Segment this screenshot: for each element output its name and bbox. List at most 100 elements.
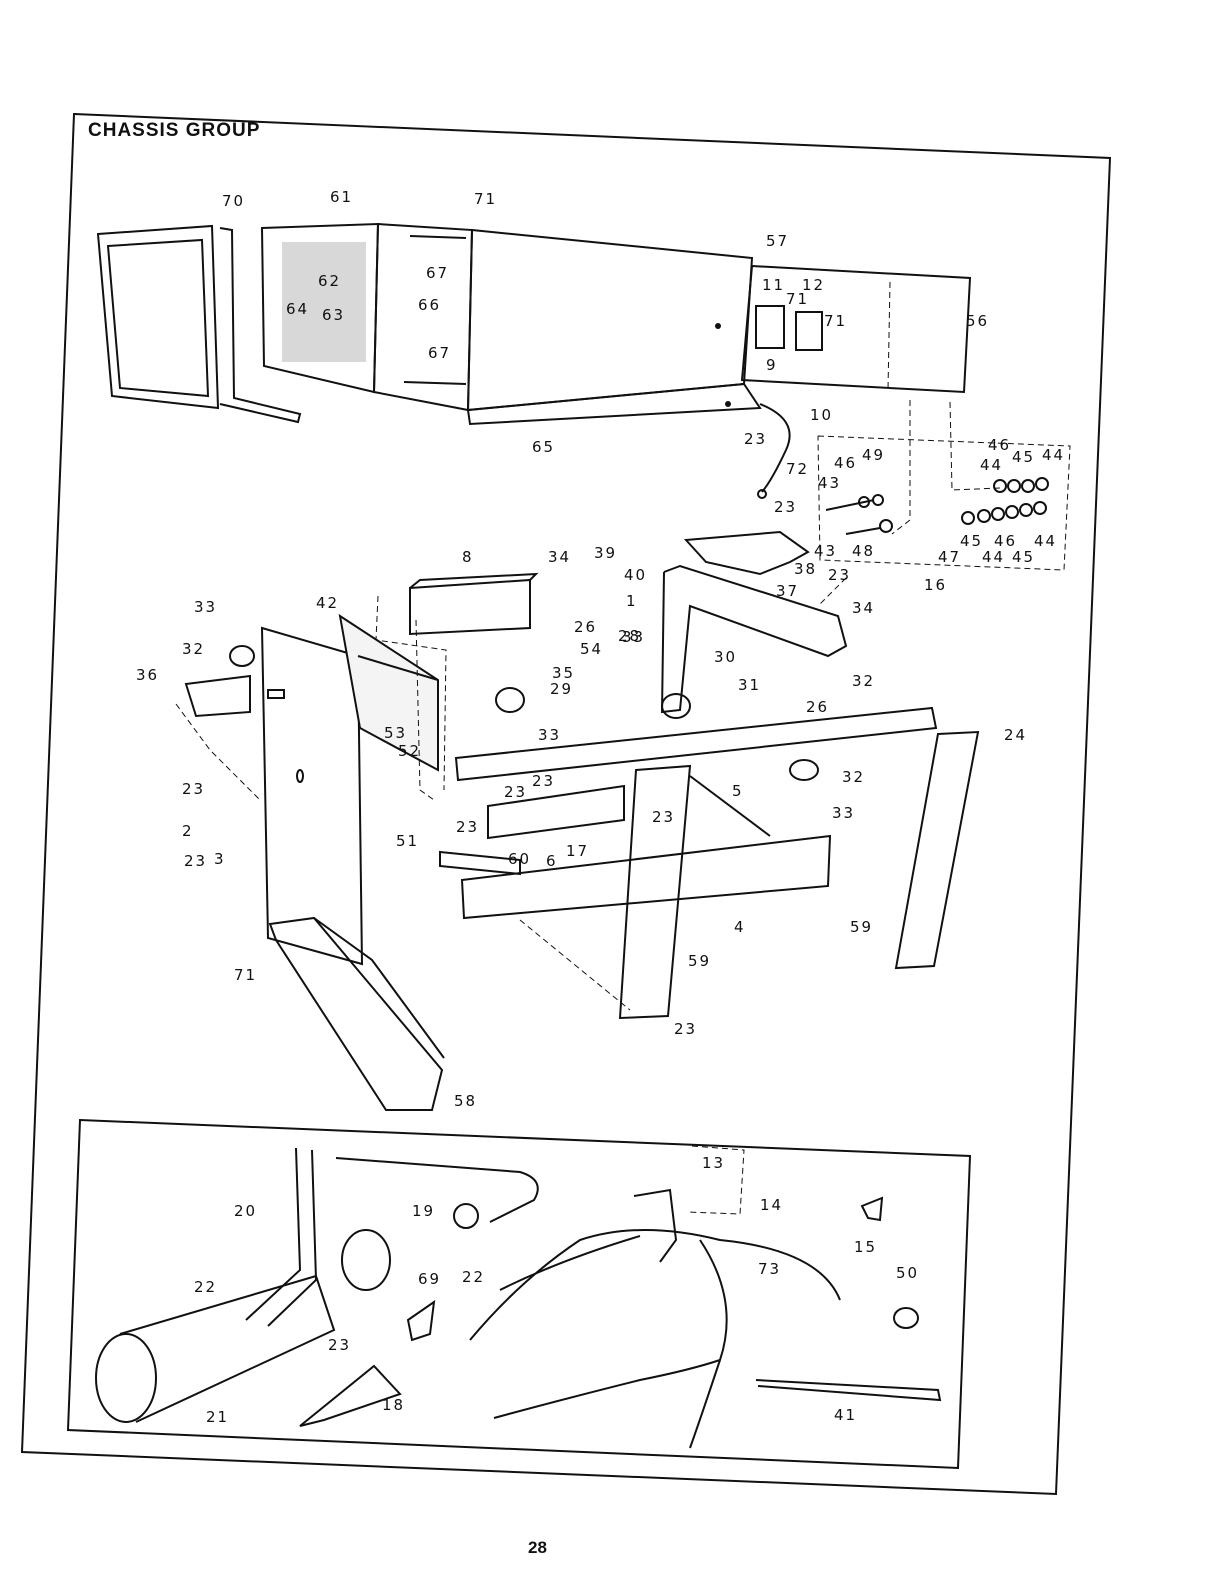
part-callout-38: 38 — [794, 560, 817, 578]
part-callout-26: 26 — [806, 698, 829, 716]
page-title: CHASSIS GROUP — [88, 120, 261, 141]
part-callout-24: 24 — [1004, 726, 1027, 744]
part-callout-54: 54 — [580, 640, 603, 658]
part-callout-21: 21 — [206, 1408, 229, 1426]
hinge-plate — [683, 530, 810, 576]
part-callout-45: 45 — [1012, 548, 1035, 566]
part-callout-23: 23 — [504, 783, 527, 801]
part-callout-43: 43 — [814, 542, 837, 560]
part-callout-29: 29 — [550, 680, 573, 698]
part-callout-11: 11 — [762, 276, 785, 294]
chassis-rails — [439, 706, 938, 920]
wiring-harness — [469, 1145, 942, 1449]
part-callout-46: 46 — [994, 532, 1017, 550]
part-callout-71: 71 — [234, 966, 257, 984]
part-callout-23: 23 — [182, 780, 205, 798]
part-callout-53: 53 — [384, 724, 407, 742]
part-callout-47: 47 — [938, 548, 961, 566]
part-callout-70: 70 — [222, 192, 245, 210]
part-callout-14: 14 — [760, 1196, 783, 1214]
part-callout-16: 16 — [924, 576, 947, 594]
part-callout-32: 32 — [842, 768, 865, 786]
support-mounts — [184, 645, 819, 781]
part-callout-59: 59 — [850, 918, 873, 936]
part-callout-23: 23 — [532, 772, 555, 790]
part-callout-71: 71 — [786, 290, 809, 308]
exhaust-pipe — [245, 1147, 539, 1327]
bolt-hardware-box — [817, 400, 1071, 571]
part-callout-5: 5 — [732, 782, 744, 800]
part-callout-69: 69 — [418, 1270, 441, 1288]
part-callout-41: 41 — [834, 1406, 857, 1424]
part-callout-63: 63 — [322, 306, 345, 324]
page-number: 28 — [528, 1538, 547, 1557]
front-panel — [260, 613, 439, 966]
vertical-legs — [618, 730, 980, 1020]
part-callout-33: 33 — [538, 726, 561, 744]
part-callout-49: 49 — [862, 446, 885, 464]
part-callout-34: 34 — [852, 599, 875, 617]
part-callout-44: 44 — [982, 548, 1005, 566]
part-callout-44: 44 — [980, 456, 1003, 474]
part-callout-23: 23 — [744, 430, 767, 448]
bottom-tray — [268, 916, 445, 1111]
part-callout-15: 15 — [854, 1238, 877, 1256]
part-callout-17: 17 — [566, 842, 589, 860]
part-callout-71: 71 — [824, 312, 847, 330]
part-callout-58: 58 — [454, 1092, 477, 1110]
part-callout-1: 1 — [626, 592, 638, 610]
part-callout-34: 34 — [548, 548, 571, 566]
part-callout-13: 13 — [702, 1154, 725, 1172]
part-callout-45: 45 — [960, 532, 983, 550]
part-callout-2: 2 — [182, 822, 194, 840]
part-callout-31: 31 — [738, 676, 761, 694]
inset-frame — [66, 1118, 972, 1470]
part-callout-36: 36 — [136, 666, 159, 684]
part-callout-23: 23 — [456, 818, 479, 836]
part-callout-32: 32 — [852, 672, 875, 690]
chassis-frame-upright — [660, 564, 848, 714]
part-callout-33: 33 — [622, 628, 645, 646]
part-callout-72: 72 — [786, 460, 809, 478]
part-callout-23: 23 — [828, 566, 851, 584]
part-callout-40: 40 — [624, 566, 647, 584]
dashed-assembly-lines — [175, 577, 847, 1011]
part-callout-35: 35 — [552, 664, 575, 682]
part-callout-44: 44 — [1042, 446, 1065, 464]
part-callout-73: 73 — [758, 1260, 781, 1278]
side-panel — [740, 264, 972, 394]
part-callout-23: 23 — [774, 498, 797, 516]
part-callout-6: 6 — [546, 852, 558, 870]
part-callout-18: 18 — [382, 1396, 405, 1414]
part-callout-22: 22 — [462, 1268, 485, 1286]
part-callout-3: 3 — [214, 850, 226, 868]
part-callout-28: 28 — [618, 627, 641, 645]
part-callout-65: 65 — [532, 438, 555, 456]
main-diagram-frame — [20, 112, 1112, 1496]
part-callout-71: 71 — [474, 190, 497, 208]
part-callout-10: 10 — [810, 406, 833, 424]
part-callout-66: 66 — [418, 296, 441, 314]
part-callout-61: 61 — [330, 188, 353, 206]
part-callout-30: 30 — [714, 648, 737, 666]
heat-shield — [299, 1299, 436, 1427]
part-callout-67: 67 — [426, 264, 449, 282]
part-callout-56: 56 — [966, 312, 989, 330]
part-callout-22: 22 — [194, 1278, 217, 1296]
cabinet-housing — [260, 222, 762, 426]
part-callout-52: 52 — [398, 742, 421, 760]
front-trim-frame — [96, 224, 302, 424]
part-callout-12: 12 — [802, 276, 825, 294]
muffler — [95, 1203, 479, 1423]
part-callout-64: 64 — [286, 300, 309, 318]
part-callout-57: 57 — [766, 232, 789, 250]
part-callout-33: 33 — [194, 598, 217, 616]
cable-assembly — [757, 403, 791, 499]
part-callout-45: 45 — [1012, 448, 1035, 466]
part-callout-9: 9 — [766, 356, 778, 374]
part-callout-37: 37 — [776, 582, 799, 600]
part-callout-19: 19 — [412, 1202, 435, 1220]
part-callout-20: 20 — [234, 1202, 257, 1220]
